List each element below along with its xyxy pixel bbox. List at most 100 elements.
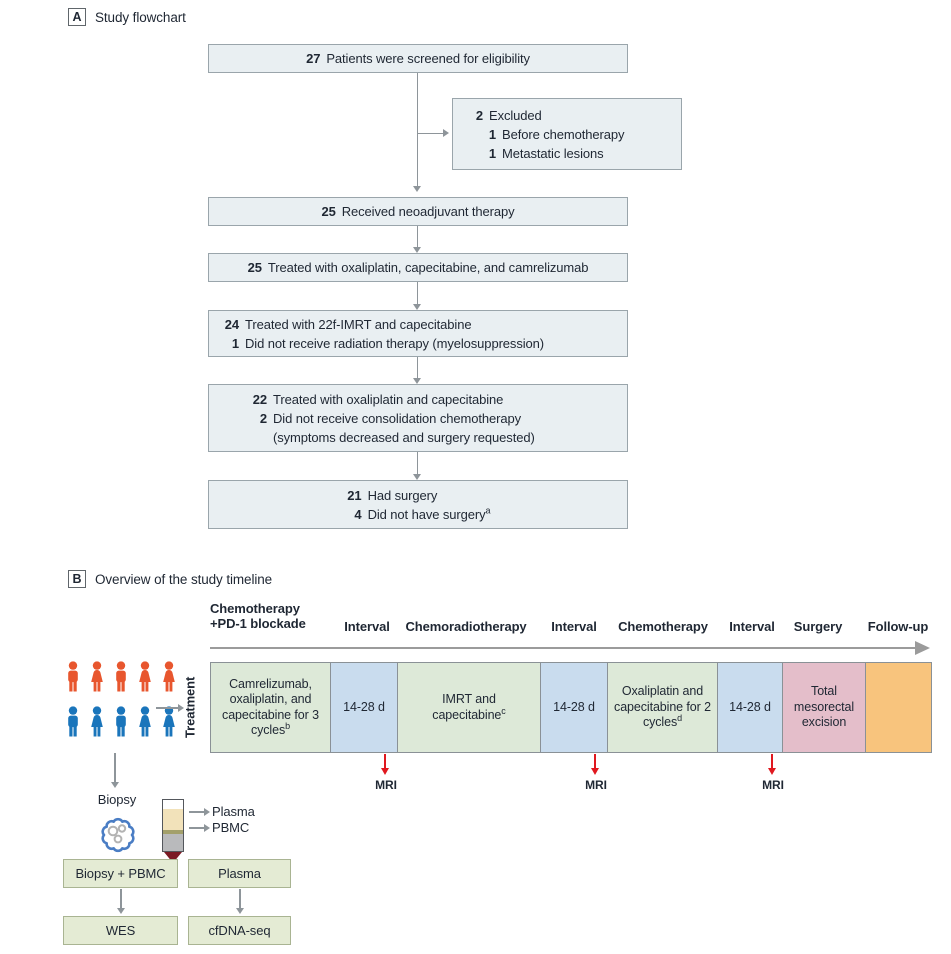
person-icon-male [116,661,126,692]
label-neoadjuvant: Received neoadjuvant therapy [341,204,515,219]
label-no-surgery: Did not have surgerya [368,505,491,524]
flow-box-excluded: 2 Excluded 1 Before chemotherapy 1 Metas… [452,98,682,170]
mri-label-3: MRI [762,778,784,792]
person-icon-female [163,661,175,692]
segment-text: 14-28 d [729,699,771,714]
connector-line [417,452,418,474]
person-icon-female [139,706,151,737]
biopsy-pbmc-box: Biopsy + PBMC [63,859,178,888]
timeline-arrow-line [210,647,916,649]
tube-to-plasma-line [189,811,204,813]
label-no-consolidation-reason: (symptoms decreased and surgery requeste… [273,430,535,445]
label-consolidation: Treated with oxaliplatin and capecitabin… [273,392,504,407]
person-icon-male [68,706,78,737]
flow-box-imrt: 24 Treated with 22f-IMRT and capecitabin… [208,310,628,357]
phase-header-interval-1: Interval [344,619,390,634]
phase-header-interval-3: Interval [729,619,775,634]
phase-header-interval-2: Interval [551,619,597,634]
wes-box: WES [63,916,178,945]
pbmc-label: PBMC [212,820,250,835]
label-no-radiation: Did not receive radiation therapy (myelo… [245,336,545,351]
count-chemo-camrelizumab: 25 [247,260,262,275]
tube-blood-tip [164,851,182,863]
tube-air-layer [163,800,183,809]
count-consolidation: 22 [252,392,267,407]
count-metastatic: 1 [488,146,496,161]
excluded-row: 2 Excluded [475,106,671,125]
panel-b-label: B [68,570,86,588]
segment-followup [866,663,931,752]
footnote-a: a [485,505,491,516]
segment-interval-1: 14-28 d [331,663,398,752]
mri-arrowhead [767,768,776,775]
mri-arrow-line [384,754,386,769]
count-no-radiation: 1 [231,336,239,351]
phase-header-line1: Chemotherapy [210,601,300,616]
tube-buffy-layer [163,830,183,834]
arrowhead-down [413,186,421,192]
tube-plasma-layer [163,809,183,830]
cfdna-seq-box: cfDNA-seq [188,916,291,945]
flow-box-chemo-camrelizumab: 25 Treated with oxaliplatin, capecitabine… [208,253,628,282]
segment-text: IMRT and capecitabine [432,692,502,722]
imrt-row: 1 Did not receive radiation therapy (mye… [223,334,619,353]
phase-header-followup: Follow-up [867,619,929,634]
timeline-band: Camrelizumab, oxaliplatin, and capecitab… [210,662,932,753]
person-icon-female [91,706,103,737]
segment-label: Oxaliplatin and capecitabine for 2 cycle… [613,684,713,731]
count-no-surgery: 4 [354,507,362,522]
excluded-row: 1 Before chemotherapy [488,125,671,144]
arrowhead-down [236,908,244,914]
blood-tube-icon [162,799,184,863]
surgery-row: 21 Had surgery [346,486,491,505]
segment-chemoradiotherapy: IMRT and capecitabinec [398,663,541,752]
panel-b-title: Overview of the study timeline [95,572,273,587]
person-icon-female [163,706,175,737]
person-icon-male [68,661,78,692]
arrowhead-right [204,808,210,816]
mri-arrow-line [771,754,773,769]
count-imrt: 24 [224,317,239,332]
label-screened: Patients were screened for eligibility [326,51,530,66]
tube-body [162,799,184,852]
label-imrt: Treated with 22f-IMRT and capecitabine [245,317,472,332]
count-before-chemo: 1 [488,127,496,142]
label-metastatic: Metastatic lesions [502,146,604,161]
person-icon-female [91,661,103,692]
segment-text: Camrelizumab, oxaliplatin, and capecitab… [222,676,319,738]
phase-header-line2: +PD-1 blockade [210,616,306,631]
consolidation-row: 22 Treated with oxaliplatin and capecita… [251,390,619,409]
mri-label-1: MRI [375,778,397,792]
segment-interval-3: 14-28 d [718,663,783,752]
panel-a-title: Study flowchart [95,10,186,25]
segment-surgery: Total mesorectal excision [783,663,866,752]
consolidation-row: 2 Did not receive consolidation chemothe… [251,409,619,428]
spacer [251,428,267,447]
biopsy-to-wes-line [120,889,122,908]
count-no-consolidation: 2 [259,411,267,426]
label-chemo-camrelizumab: Treated with oxaliplatin, capecitabine, … [267,260,589,275]
person-icon-male [116,706,126,737]
count-surgery: 21 [347,488,362,503]
mri-label-2: MRI [585,778,607,792]
arrowhead-right [443,129,449,137]
mri-arrowhead [590,768,599,775]
plasma-box: Plasma [188,859,291,888]
patients-to-biopsy-line [114,753,116,782]
tube-to-pbmc-line [189,827,204,829]
segment-interval-2: 14-28 d [541,663,608,752]
count-excluded: 2 [475,108,483,123]
segment-text: Total mesorectal excision [793,684,855,730]
segment-text: 14-28 d [553,699,595,714]
label-surgery: Had surgery [367,488,438,503]
mri-arrowhead [380,768,389,775]
arrowhead-down [413,304,421,310]
footnote-b: b [285,720,291,731]
excluded-row: 1 Metastatic lesions [488,144,671,163]
connector-line [417,226,418,247]
patients-to-treatment-line [156,707,178,709]
arrowhead-down [117,908,125,914]
